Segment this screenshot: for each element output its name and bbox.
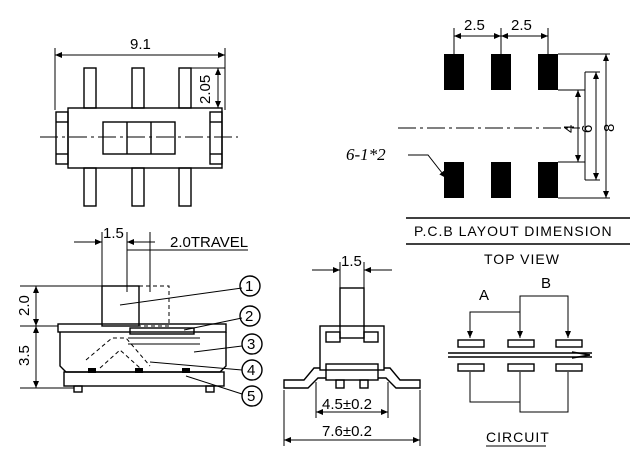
travel-label: 2.0TRAVEL <box>170 234 248 251</box>
svg-text:5: 5 <box>247 388 255 405</box>
dim-8-label: 8 <box>601 124 618 132</box>
pcb-pad <box>538 162 558 198</box>
body-width-label: 4.5±0.2 <box>322 396 372 413</box>
switch-side-view: 1.5 2.0TRAVEL 2.0 3.5 <box>16 225 263 407</box>
pad-note-label: 6-1*2 <box>346 145 386 164</box>
callout-5: 5 <box>241 385 263 407</box>
pin-length-dim-label: 2.05 <box>197 75 214 104</box>
switch-top-view: 9.1 2.05 <box>40 36 238 207</box>
pcb-pad <box>538 54 558 90</box>
callout-2: 2 <box>239 305 261 327</box>
width-dim-label: 9.1 <box>130 36 151 53</box>
callout-4: 4 <box>241 359 263 381</box>
pcb-subtitle: TOP VIEW <box>484 251 560 267</box>
pcb-pad <box>444 162 464 198</box>
pcb-pad <box>491 54 511 90</box>
height-body-label: 3.5 <box>16 345 33 366</box>
height-top-label: 2.0 <box>16 295 33 316</box>
circuit-diagram: A B CIRCUIT <box>448 275 592 447</box>
svg-text:1: 1 <box>245 278 253 295</box>
svg-text:4: 4 <box>247 362 255 379</box>
callout-3: 3 <box>241 333 263 355</box>
knob-width-label: 1.5 <box>103 225 124 242</box>
end-knob-width-label: 1.5 <box>341 253 362 270</box>
callout-1: 1 <box>239 275 261 297</box>
circuit-label-a: A <box>479 287 489 304</box>
total-width-label: 7.6±0.2 <box>322 423 372 440</box>
dim-4-label: 4 <box>561 125 578 133</box>
pcb-title: P.C.B LAYOUT DIMENSION <box>414 223 613 239</box>
circuit-label-b: B <box>541 275 551 292</box>
pitch-a-label: 2.5 <box>464 17 485 34</box>
svg-text:3: 3 <box>247 336 255 353</box>
pitch-b-label: 2.5 <box>511 17 532 34</box>
dim-6-label: 6 <box>579 125 596 133</box>
circuit-title: CIRCUIT <box>486 429 550 445</box>
switch-end-view: 1.5 4.5±0.2 7.6±0.2 <box>283 253 421 446</box>
svg-text:2: 2 <box>245 308 253 325</box>
pcb-pad <box>444 54 464 90</box>
pcb-pad <box>491 162 511 198</box>
pcb-layout: 2.5 2.5 4 6 8 6-1*2 P.C.B <box>346 17 630 267</box>
